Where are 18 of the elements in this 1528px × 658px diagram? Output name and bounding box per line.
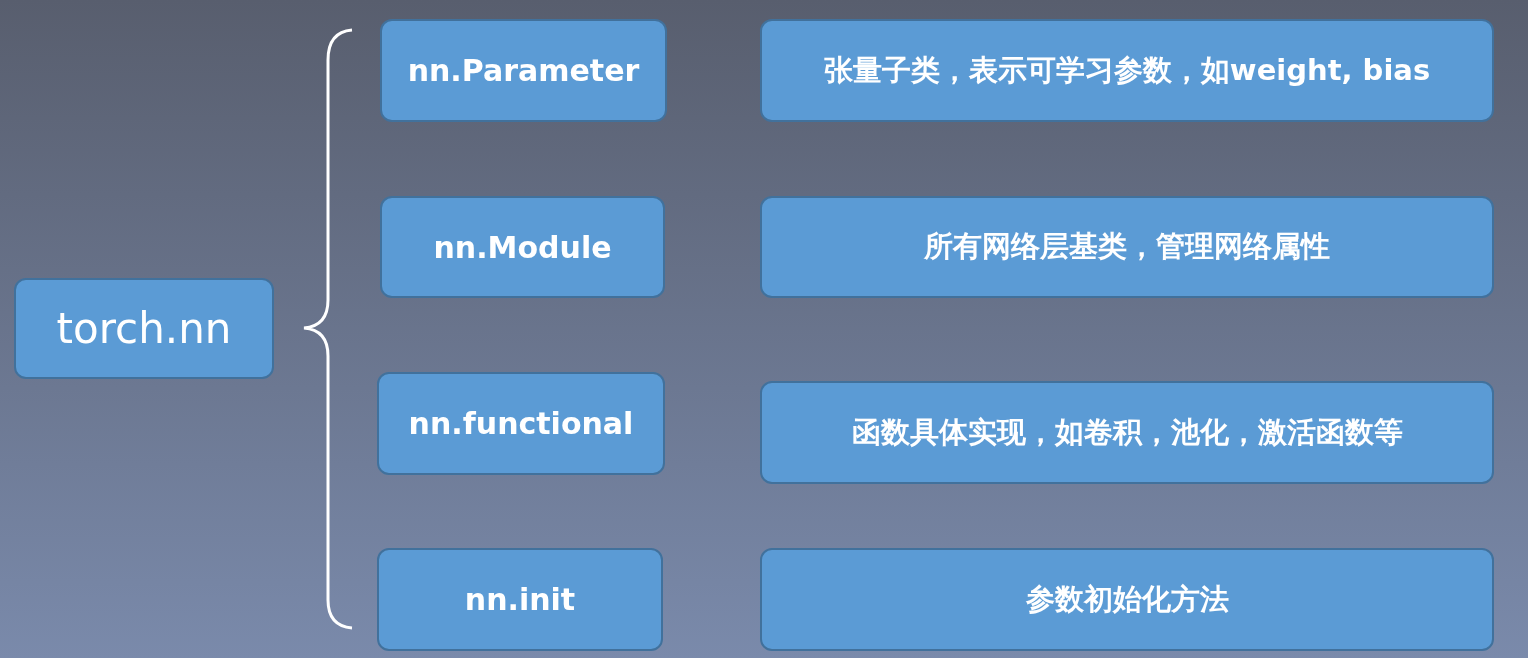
module-box xyxy=(380,19,667,122)
description-text: 张量子类，表示可学习参数，如weight, bias xyxy=(823,51,1431,89)
module-name: nn.functional xyxy=(408,406,634,441)
module-name: nn.Module xyxy=(433,229,612,265)
module-box xyxy=(377,548,663,651)
root-box xyxy=(14,278,274,379)
module-name: nn.init xyxy=(464,582,576,617)
module-name: nn.Parameter xyxy=(407,53,640,88)
description-text: 函数具体实现，如卷积，池化，激活函数等 xyxy=(851,413,1403,451)
module-box xyxy=(380,196,665,298)
description-box xyxy=(760,381,1494,484)
description-text: 参数初始化方法 xyxy=(1025,580,1229,618)
description-box xyxy=(760,196,1494,298)
root-label: torch.nn xyxy=(56,304,232,353)
description-box xyxy=(760,548,1494,651)
description-box xyxy=(760,19,1494,122)
description-text: 所有网络层基类，管理网络属性 xyxy=(924,228,1330,265)
module-box xyxy=(377,372,665,475)
